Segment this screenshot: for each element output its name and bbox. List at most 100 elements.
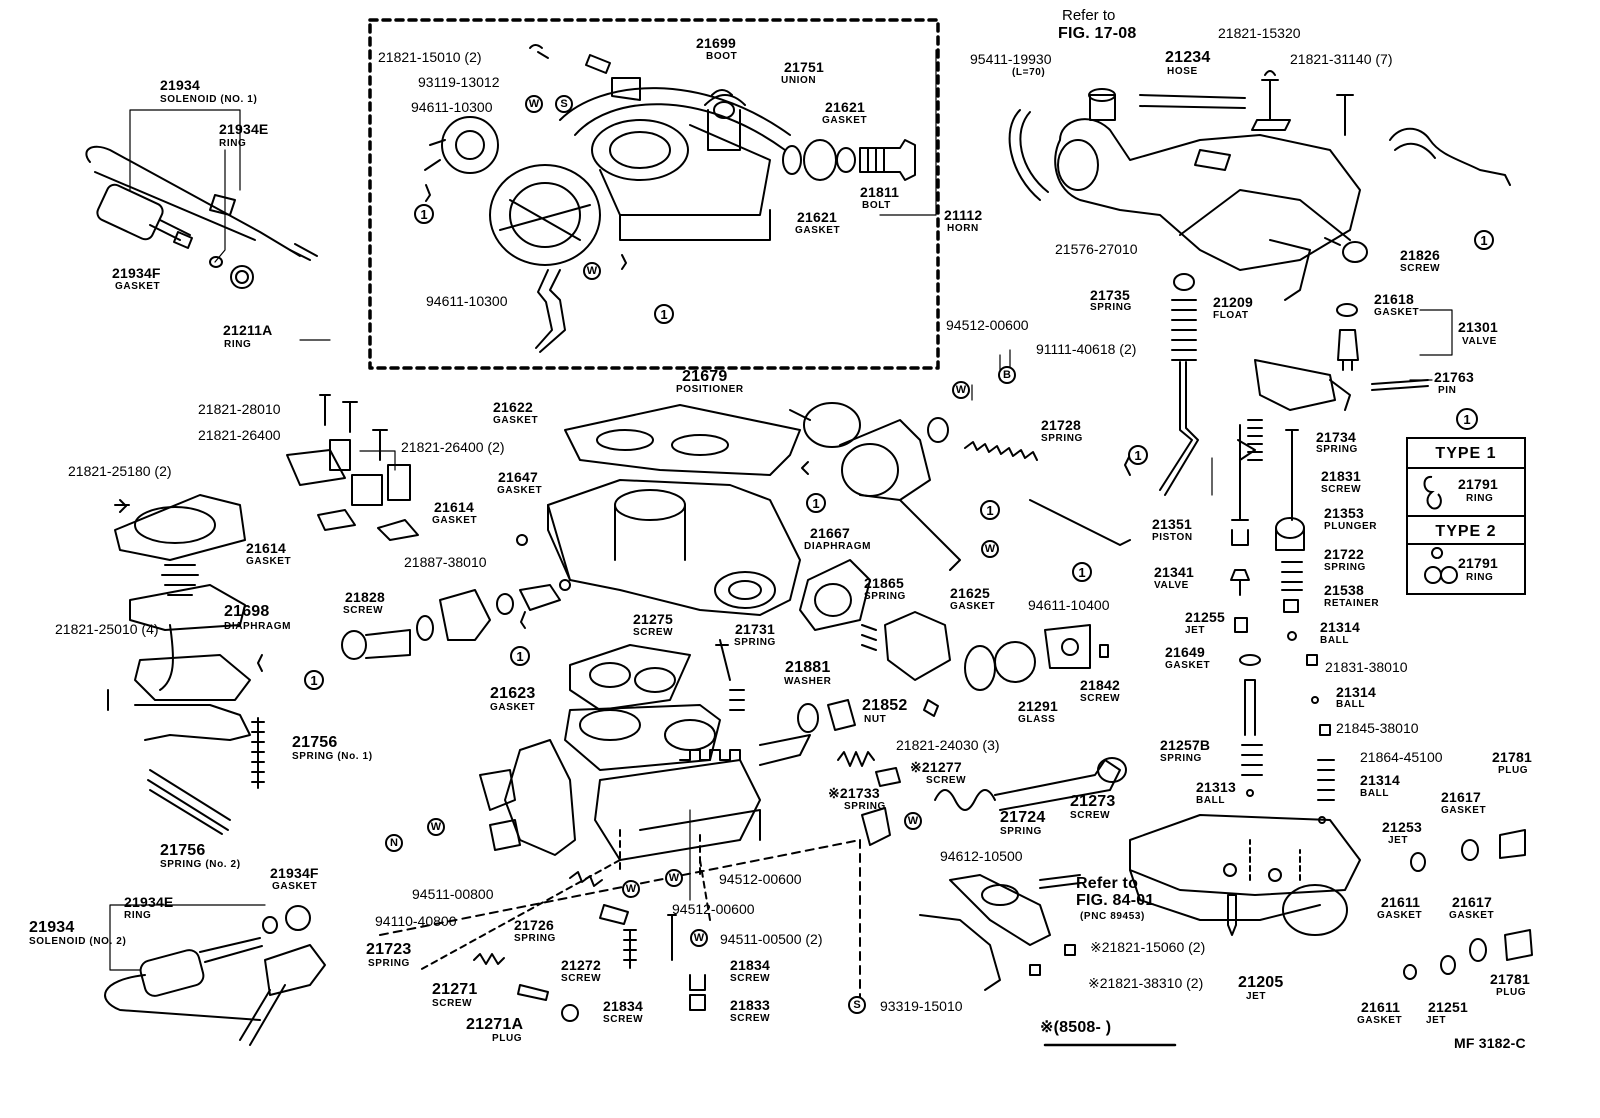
part-name: SPRING <box>1324 562 1366 573</box>
part-number: 21821-25010 (4) <box>55 621 159 637</box>
figure-code: MF 3182-C <box>1454 1035 1526 1051</box>
type1-part-number: 21791 <box>1458 476 1498 492</box>
part-name: VALVE <box>1462 336 1497 347</box>
part-number: 21275 <box>633 611 673 627</box>
part-number: 94512-00600 <box>719 871 802 887</box>
part-name: PISTON <box>1152 532 1193 543</box>
part-number: 21821-28010 <box>198 401 281 417</box>
part-name: SPRING <box>1160 753 1202 764</box>
part-number: 21234 <box>1165 49 1211 66</box>
bolt-symbol: B <box>998 366 1016 384</box>
part-name: PLUNGER <box>1324 521 1378 532</box>
part-name: PLUG <box>492 1033 523 1044</box>
part-name: FLOAT <box>1213 310 1249 321</box>
callout-circle: 1 <box>414 204 434 224</box>
float-bowl-drawing <box>1129 419 1533 980</box>
part-number: ※21821-38310 (2) <box>1088 975 1204 991</box>
part-number: ※21733 <box>828 785 880 801</box>
part-number: 21314 <box>1320 619 1360 635</box>
part-number: 21831-38010 <box>1325 659 1408 675</box>
part-number: 21618 <box>1374 291 1414 307</box>
part-name: SPRING <box>1316 444 1358 455</box>
diaphragm-glass-drawing <box>799 559 1109 691</box>
part-number: 21821-26400 <box>198 427 281 443</box>
type-callout: 1 <box>1456 408 1478 430</box>
part-name: SOLENOID (NO. 1) <box>160 94 258 105</box>
part-name: DIAPHRAGM <box>224 621 292 632</box>
callout-circle: 1 <box>806 493 826 513</box>
part-name: PLUG <box>1496 987 1527 998</box>
horn-assembly-drawing <box>424 44 916 353</box>
part-number: 21734 <box>1316 429 1356 445</box>
type2-ring-icon <box>1424 547 1459 584</box>
part-name: GASKET <box>490 702 536 713</box>
part-number: 21112 <box>944 207 983 223</box>
part-name: GLASS <box>1018 714 1056 725</box>
part-name: NUT <box>864 714 887 725</box>
part-name: SPRING <box>844 801 886 812</box>
part-name: RING <box>124 910 152 921</box>
nut-symbol: N <box>385 834 403 852</box>
part-number: 21617 <box>1452 894 1492 910</box>
part-number: 21833 <box>730 997 770 1013</box>
part-number: 21667 <box>810 525 850 541</box>
part-name: SCREW <box>1400 263 1441 274</box>
part-number: 21934 <box>29 919 75 936</box>
part-name: SPRING <box>734 637 776 648</box>
part-name: GASKET <box>115 281 161 292</box>
part-number: 94511-00500 (2) <box>720 931 823 947</box>
part-name: JET <box>1246 991 1267 1002</box>
callout-circle: 1 <box>654 304 674 324</box>
callout-circle: 1 <box>980 500 1000 520</box>
part-name: GASKET <box>246 556 292 567</box>
part-number: 21301 <box>1458 319 1498 335</box>
part-number: 21821-31140 (7) <box>1290 51 1393 67</box>
part-number: 21271 <box>432 981 478 998</box>
part-name: SCREW <box>1321 484 1362 495</box>
part-name: VALVE <box>1154 580 1189 591</box>
part-name: SPRING (No. 2) <box>160 859 241 870</box>
part-number: 21353 <box>1324 505 1364 521</box>
part-name: SPRING <box>864 591 906 602</box>
part-name: BALL <box>1320 635 1350 646</box>
part-number: ※21821-15060 (2) <box>1090 939 1206 955</box>
type1-header: TYPE 1 <box>1408 439 1524 469</box>
part-number: 21253 <box>1382 819 1422 835</box>
reference-line2: FIG. 17-08 <box>1058 25 1137 42</box>
part-number: 21647 <box>498 469 538 485</box>
part-name: GASKET <box>493 415 539 426</box>
part-name: GASKET <box>1374 307 1420 318</box>
spring-washer-symbol: S <box>555 95 573 113</box>
part-number: 21728 <box>1041 417 1081 433</box>
part-name: GASKET <box>1165 660 1211 671</box>
callout-circle: 1 <box>1474 230 1494 250</box>
top-right-assembly-drawing <box>1008 70 1511 301</box>
type2-header: TYPE 2 <box>1408 515 1524 545</box>
washer-symbol: W <box>427 818 445 836</box>
part-number: 21724 <box>1000 809 1046 826</box>
horn-group-frame <box>368 18 940 370</box>
part-name: PLUG <box>1498 765 1529 776</box>
reference-line1: Refer to <box>1062 7 1116 24</box>
part-number: 21831 <box>1321 468 1361 484</box>
left-linkage-drawing <box>107 394 419 835</box>
part-number: 21314 <box>1360 772 1400 788</box>
part-number: 21887-38010 <box>404 554 487 570</box>
reference-line3: (PNC 89453) <box>1080 911 1145 922</box>
part-number: 21621 <box>825 99 865 115</box>
part-number: 21211A <box>223 322 273 338</box>
solenoid-no2-drawing <box>104 905 326 1046</box>
part-number: 93319-15010 <box>880 998 963 1014</box>
part-number: 21731 <box>735 621 775 637</box>
part-name: BALL <box>1360 788 1390 799</box>
part-name: SCREW <box>730 1013 771 1024</box>
part-name: GASKET <box>432 515 478 526</box>
part-number: 21821-25180 (2) <box>68 463 172 479</box>
part-name: SPRING <box>368 958 410 969</box>
type-box-icons <box>1423 475 1459 584</box>
part-number: 21205 <box>1238 974 1284 991</box>
part-number: 21756 <box>160 842 206 859</box>
part-number: 21251 <box>1428 999 1468 1015</box>
part-number: 21621 <box>797 209 837 225</box>
part-name: SPRING <box>1000 826 1042 837</box>
